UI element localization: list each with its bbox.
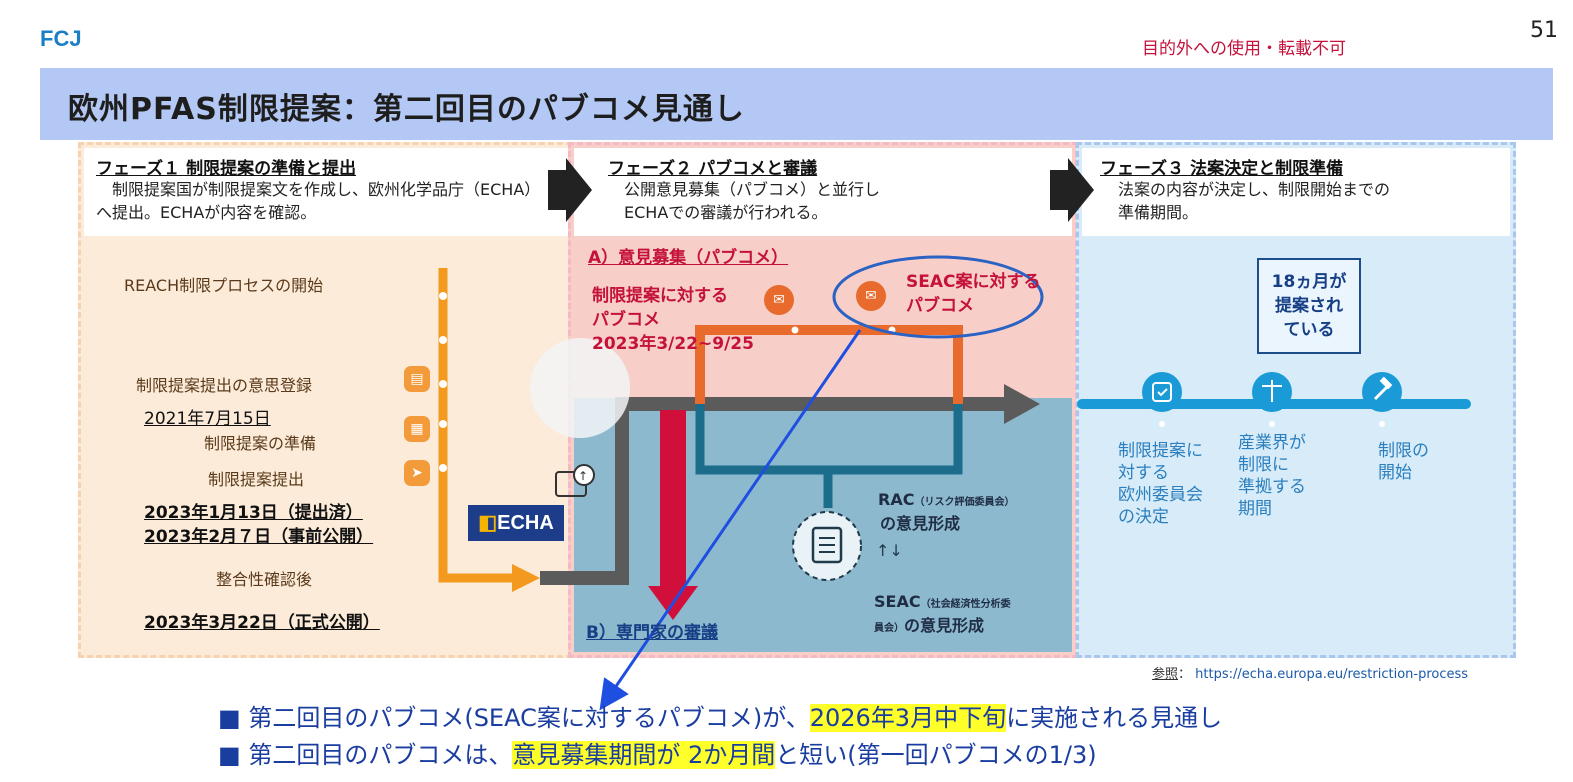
- usage-notice: 目的外への使用・転載不可: [1142, 39, 1346, 59]
- after-check-label: 整合性確認後: [216, 570, 313, 589]
- phase2-desc-line2: ECHAでの審議が行われる。: [624, 203, 828, 222]
- echa-logo: ◧ECHA: [468, 505, 564, 541]
- summary-bullets: ■ 第二回目のパブコメ(SEAC案に対するパブコメ)が、2026年3月中下旬に実…: [218, 700, 1222, 774]
- bullet-2: ■ 第二回目のパブコメは、意見募集期間が 2か月間と短い(第一回パブコメの1/3…: [218, 741, 1097, 769]
- gray-flow: [540, 397, 1010, 585]
- phase2-title: フェーズ２ パブコメと審議: [608, 159, 818, 179]
- phase3-desc-line2: 準備期間。: [1118, 203, 1199, 222]
- preparation-label: 制限提案の準備: [204, 434, 317, 453]
- reference: 参照： https://echa.europa.eu/restriction-p…: [1152, 667, 1469, 682]
- intent-date: 2021年7月15日: [144, 409, 271, 429]
- consultation-line2: パブコメ: [592, 310, 660, 330]
- orange-arrowhead: [512, 564, 540, 592]
- consultation-line1: 制限提案に対する: [592, 286, 728, 306]
- phase2-desc-line1: 公開意見募集（パブコメ）と並行し: [624, 180, 881, 199]
- months-line3: ている: [1283, 320, 1335, 340]
- gray-arrowhead: [1004, 384, 1040, 424]
- submission-label: 制限提案提出: [208, 470, 305, 489]
- review-loop: [695, 404, 963, 475]
- phase1-desc: 制限提案国が制限提案文を作成し、欧州化学品庁（ECHA）へ提出。ECHAが内容を…: [96, 180, 541, 222]
- rac-label: RAC（リスク評価委員会）: [878, 490, 1015, 509]
- reference-link[interactable]: https://echa.europa.eu/restriction-proce…: [1195, 667, 1469, 682]
- intent-registration-label: 制限提案提出の意思登録: [136, 376, 313, 395]
- compliance-period-label: 産業界が制限に準拠する期間: [1238, 433, 1306, 519]
- consultation-period: 2023年3/22~9/25: [592, 334, 754, 354]
- echa-logo-mark: ◧: [478, 512, 498, 534]
- edit-doc-icon: ▦: [404, 416, 430, 442]
- send-doc-icon: ➤: [404, 460, 430, 486]
- brand-logo: FCJ: [40, 26, 82, 51]
- bullet-1: ■ 第二回目のパブコメ(SEAC案に対するパブコメ)が、2026年3月中下旬に実…: [218, 704, 1223, 732]
- phase2-header: フェーズ２ パブコメと審議 公開意見募集（パブコメ）と並行し ECHAでの審議が…: [574, 148, 1072, 236]
- seac-label: SEAC（社会経済性分析委: [874, 592, 1011, 611]
- seac-consultation-line1: SEAC案に対する: [906, 272, 1041, 292]
- phase1-header: フェーズ１ 制限提案の準備と提出 制限提案国が制限提案文を作成し、欧州化学品庁（…: [84, 148, 568, 236]
- section-a-label: A）意見募集（パブコメ）: [588, 248, 789, 268]
- phase3-desc-line1: 法案の内容が決定し、制限開始までの: [1118, 180, 1391, 199]
- seac-consultation-line2: パブコメ: [906, 296, 974, 316]
- seac-opinion: 員会）の意見形成: [874, 616, 985, 635]
- reach-start-label: REACH制限プロセスの開始: [124, 276, 324, 295]
- submitted-date: 2023年1月13日（提出済）: [144, 503, 363, 523]
- seac-highlight-ellipse: [832, 255, 1044, 339]
- orange-timeline: [438, 268, 520, 583]
- official-publication-date: 2023年3月22日（正式公開）: [144, 613, 380, 633]
- decision-label: 制限提案に対する欧州委員会の決定: [1118, 441, 1203, 527]
- echa-pin: [530, 338, 631, 438]
- comment-icon: ✉: [764, 285, 794, 315]
- page-title: 欧州PFAS制限提案：第二回目のパブコメ見通し: [68, 92, 745, 127]
- svg-text:↑: ↑: [578, 469, 588, 483]
- phase3-title: フェーズ３ 法案決定と制限準備: [1100, 159, 1344, 179]
- title-bar: [40, 68, 1553, 140]
- pointer-arrow: [599, 329, 862, 711]
- restriction-start-label: 制限の開始: [1378, 441, 1429, 483]
- document-icon: ▤: [404, 366, 430, 392]
- phase-arrow-1: [548, 158, 592, 222]
- section-b-label: B）専門家の審議: [586, 623, 718, 643]
- svg-text:↑↓: ↑↓: [876, 541, 903, 560]
- phase3-header: フェーズ３ 法案決定と制限準備 法案の内容が決定し、制限開始までの 準備期間。: [1082, 148, 1510, 236]
- review-red-arrow-shaft: [660, 410, 686, 590]
- comment-icon: ✉: [856, 281, 886, 311]
- months-line1: 18ヵ月が: [1271, 272, 1347, 292]
- phase1-title: フェーズ１ 制限提案の準備と提出: [96, 159, 357, 179]
- proposed-period-box: 18ヵ月が 提案され ている: [1257, 258, 1361, 354]
- prepublication-date: 2023年2月７日（事前公開）: [144, 527, 374, 547]
- consultation-loop: [695, 325, 963, 404]
- phase-arrow-2: [1050, 158, 1094, 222]
- rac-opinion: の意見形成: [880, 514, 961, 533]
- months-line2: 提案され: [1275, 296, 1343, 316]
- page-number: 51: [1530, 18, 1558, 43]
